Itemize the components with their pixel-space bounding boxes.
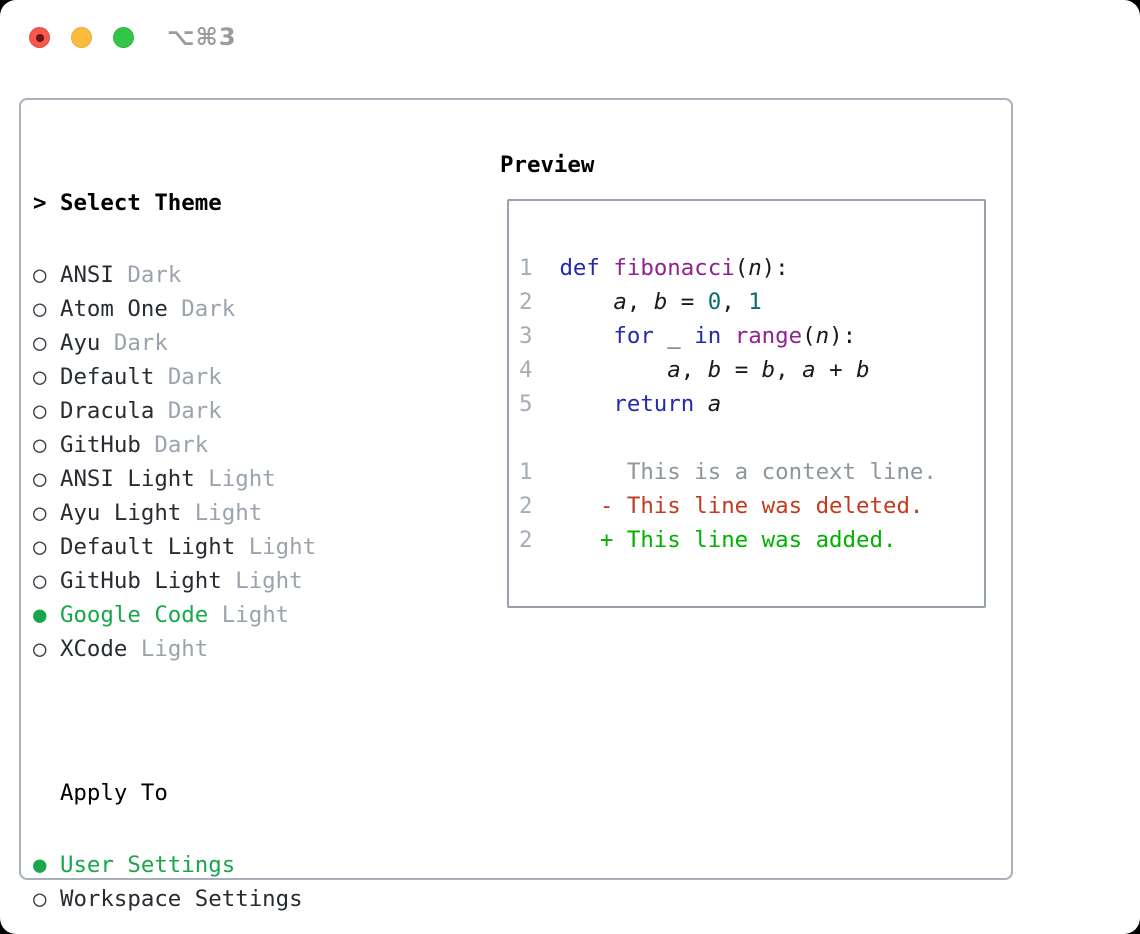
theme-variant: Dark xyxy=(154,432,209,458)
theme-name: GitHub xyxy=(59,432,141,458)
theme-name: ANSI xyxy=(59,262,114,288)
radio-icon: ○ xyxy=(33,262,47,288)
apply-option-workspace-settings[interactable]: ○ Workspace Settings xyxy=(33,882,410,916)
radio-icon: ○ xyxy=(33,398,47,424)
line-number: 3 xyxy=(519,323,533,349)
theme-item-ayu-light[interactable]: ○ Ayu Light Light xyxy=(33,496,410,530)
code-line: 2 a, b = 0, 1 xyxy=(519,285,984,319)
theme-variant: Light xyxy=(140,636,209,662)
theme-name: Ayu Light xyxy=(59,500,182,526)
line-number: 1 xyxy=(519,255,533,281)
theme-name: Default xyxy=(59,364,155,390)
selected-radio-icon: ● xyxy=(33,602,47,628)
select-theme-header: > Select Theme xyxy=(33,186,410,220)
theme-variant: Dark xyxy=(181,296,236,322)
preview-header: Preview xyxy=(500,152,595,178)
code-line: 3 for _ in range(n): xyxy=(519,319,984,353)
theme-variant: Light xyxy=(235,568,303,594)
apply-option-user-settings[interactable]: ● User Settings xyxy=(33,848,410,882)
radio-icon: ○ xyxy=(33,636,47,662)
apply-to-header: Apply To xyxy=(33,776,410,810)
diff-line-deleted: 2 - This line was deleted. xyxy=(519,489,984,523)
diff-line-context: 1 This is a context line. xyxy=(519,455,984,489)
code-line: 4 a, b = b, a + b xyxy=(519,353,984,387)
line-number: 2 xyxy=(519,289,533,315)
radio-icon: ○ xyxy=(33,500,47,526)
spacer xyxy=(519,421,984,455)
theme-item-atom-one[interactable]: ○ Atom One Dark xyxy=(33,292,410,326)
radio-icon: ○ xyxy=(33,364,47,390)
theme-variant: Dark xyxy=(167,364,222,390)
theme-name: Google Code xyxy=(59,602,209,628)
radio-icon: ○ xyxy=(33,466,47,492)
code-line: 5 return a xyxy=(519,387,984,421)
theme-item-default-light[interactable]: ○ Default Light Light xyxy=(33,530,410,564)
theme-pane: > Select Theme ○ ANSI Dark○ Atom One Dar… xyxy=(33,148,410,934)
radio-icon: ○ xyxy=(33,886,47,912)
theme-variant: Dark xyxy=(167,398,222,424)
line-number: 5 xyxy=(519,391,533,417)
theme-name: GitHub Light xyxy=(59,568,222,594)
radio-icon: ○ xyxy=(33,330,47,356)
diff-line-added: 2 + This line was added. xyxy=(519,523,984,557)
option-label: User Settings xyxy=(59,852,236,878)
diff-text: - This line was deleted. xyxy=(559,493,924,519)
line-number: 4 xyxy=(519,357,533,383)
window-shortcut-label: ⌥⌘3 xyxy=(167,23,237,51)
selected-radio-icon: ● xyxy=(33,852,47,878)
theme-item-xcode[interactable]: ○ XCode Light xyxy=(33,632,410,666)
traffic-lights xyxy=(29,27,134,48)
theme-variant: Light xyxy=(248,534,317,560)
diff-text: This is a context line. xyxy=(559,459,937,485)
option-label: Workspace Settings xyxy=(59,886,303,912)
theme-variant: Dark xyxy=(113,330,168,356)
theme-name: Dracula xyxy=(59,398,155,424)
theme-item-ayu[interactable]: ○ Ayu Dark xyxy=(33,326,410,360)
select-theme-title: Select Theme xyxy=(59,190,222,216)
radio-icon: ○ xyxy=(33,432,47,458)
theme-item-ansi-light[interactable]: ○ ANSI Light Light xyxy=(33,462,410,496)
theme-list: ○ ANSI Dark○ Atom One Dark○ Ayu Dark○ De… xyxy=(33,258,410,666)
theme-item-github[interactable]: ○ GitHub Dark xyxy=(33,428,410,462)
radio-icon: ○ xyxy=(33,534,47,560)
theme-name: ANSI Light xyxy=(59,466,195,492)
line-number: 1 xyxy=(519,459,533,485)
theme-variant: Light xyxy=(221,602,290,628)
theme-item-dracula[interactable]: ○ Dracula Dark xyxy=(33,394,410,428)
theme-item-google-code[interactable]: ● Google Code Light xyxy=(33,598,410,632)
apply-to-options: ● User Settings○ Workspace Settings xyxy=(33,848,410,916)
diff-preview: 1 This is a context line.2 - This line w… xyxy=(519,455,984,557)
diff-text: + This line was added. xyxy=(559,527,897,553)
minimize-button[interactable] xyxy=(71,27,92,48)
theme-variant: Dark xyxy=(127,262,182,288)
spacer xyxy=(33,704,410,738)
theme-name: Default Light xyxy=(59,534,236,560)
theme-picker-panel: > Select Theme ○ ANSI Dark○ Atom One Dar… xyxy=(19,98,1013,912)
theme-name: Ayu xyxy=(59,330,101,356)
theme-variant: Light xyxy=(208,466,276,492)
close-button[interactable] xyxy=(29,27,50,48)
theme-item-ansi[interactable]: ○ ANSI Dark xyxy=(33,258,410,292)
theme-variant: Light xyxy=(194,500,263,526)
theme-name: XCode xyxy=(59,636,128,662)
line-number: 2 xyxy=(519,493,533,519)
radio-icon: ○ xyxy=(33,568,47,594)
theme-name: Atom One xyxy=(59,296,168,322)
apply-to-title: Apply To xyxy=(59,780,168,806)
theme-item-github-light[interactable]: ○ GitHub Light Light xyxy=(33,564,410,598)
theme-item-default[interactable]: ○ Default Dark xyxy=(33,360,410,394)
line-number: 2 xyxy=(519,527,533,553)
cursor-indicator: > xyxy=(33,190,60,216)
radio-icon: ○ xyxy=(33,296,47,322)
zoom-button[interactable] xyxy=(113,27,134,48)
